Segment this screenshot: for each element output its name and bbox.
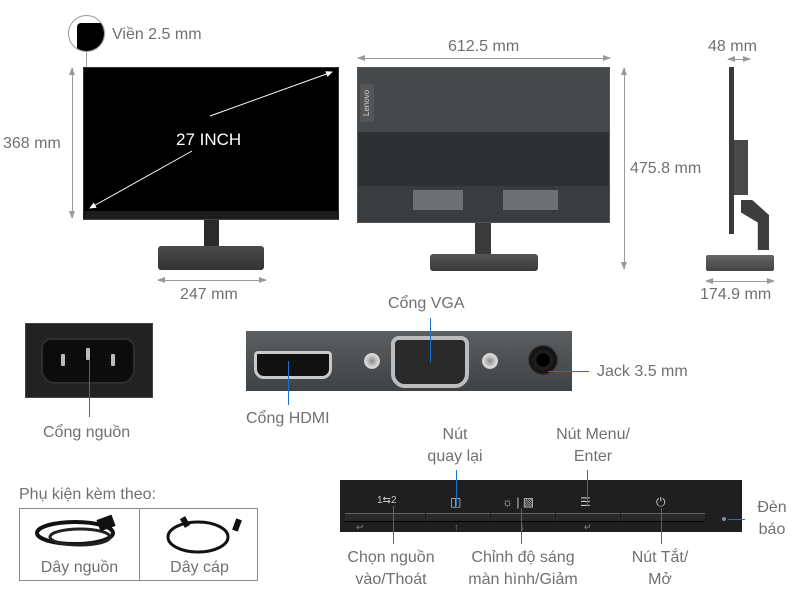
diagonal-arrow-icon <box>89 71 333 209</box>
diagonal-label: 27 INCH <box>176 130 242 149</box>
source-label-2: vào/Thoát <box>355 571 427 588</box>
back-stand-base <box>430 254 538 271</box>
height-arrow-icon <box>69 67 75 219</box>
front-height-label: 368 mm <box>3 135 61 152</box>
jack-callout-line <box>548 371 589 372</box>
led-label-1: Đèn <box>757 499 787 516</box>
power-callout-line <box>661 508 662 544</box>
enter-icon: ↵ <box>584 522 592 532</box>
front-stand-neck <box>204 220 219 252</box>
screw-icon <box>482 353 498 369</box>
back-button-label-1: Nút <box>442 426 468 443</box>
vga-callout-line <box>430 318 431 362</box>
rating-label <box>413 190 463 210</box>
power-port-label: Cổng nguồn <box>43 424 131 441</box>
back-panel: Lenovo <box>357 67 610 223</box>
audio-jack-icon <box>528 345 558 375</box>
hdmi-callout-line <box>288 361 289 405</box>
power-icon: ⏻ <box>656 495 666 509</box>
led-callout-line <box>728 519 745 520</box>
back-stand-neck <box>475 223 491 257</box>
brightness-label-2: màn hình/Giảm <box>468 571 578 588</box>
menu-callout-line <box>587 470 588 506</box>
back-width-label: 612.5 mm <box>448 38 520 55</box>
back-height-arrow-icon <box>621 67 627 270</box>
front-chin <box>83 211 339 220</box>
menu-button[interactable] <box>556 513 620 522</box>
menu-button-label-1: Nút Menu/ <box>556 426 630 443</box>
base-depth-arrow-icon <box>705 278 775 284</box>
accessory-item-cable: Dây cáp <box>140 509 259 580</box>
rating-label <box>503 190 558 210</box>
accessory-label: Dây cáp <box>170 559 229 576</box>
source-label-1: Chọn nguồn <box>347 549 435 566</box>
power-callout-line <box>89 360 90 417</box>
back-icon: ◫ <box>450 496 461 508</box>
accessory-label: Dây nguồn <box>40 559 119 576</box>
power-label-2: Mở <box>648 571 672 588</box>
menu-button-label-2: Enter <box>573 448 613 465</box>
brightness-callout-line <box>521 508 522 544</box>
power-led <box>722 517 726 521</box>
depth-arrow-icon <box>727 56 751 62</box>
base-depth-label: 174.9 mm <box>700 286 772 303</box>
side-back-housing <box>734 140 748 195</box>
input-source-icon: 1⇆2 <box>377 495 397 506</box>
back-callout-line <box>456 470 457 506</box>
source-callout-line <box>393 506 394 544</box>
front-screen: 27 INCH <box>83 67 339 213</box>
power-label-1: Nút Tắt/ <box>631 549 689 566</box>
up-arrow-icon: ↑ <box>454 522 459 532</box>
back-height-label: 475.8 mm <box>630 160 702 177</box>
down-arrow-icon: ↓ <box>520 522 525 532</box>
bezel-leader <box>86 52 87 67</box>
brand-logo: Lenovo <box>360 84 374 122</box>
front-stand-base <box>158 246 264 270</box>
io-port-strip <box>246 331 572 391</box>
power-cord-icon <box>35 514 116 547</box>
menu-icon: ☰ <box>580 495 591 509</box>
control-button-panel: 1⇆2 ◫ ☼ | ▧ ☰ ⏻ ↩ ↑ ↓ ↵ <box>340 480 742 532</box>
back-button[interactable] <box>426 513 490 522</box>
hdmi-port-icon <box>254 351 332 379</box>
side-stand-arm <box>741 200 769 250</box>
base-width-arrow-icon <box>157 277 267 283</box>
cable-icon <box>166 516 242 554</box>
accessories-title: Phụ kiện kèm theo: <box>19 486 156 503</box>
accessories-box: Dây nguồn Dây cáp <box>19 508 258 581</box>
jack-label: Jack 3.5 mm <box>597 363 688 380</box>
brightness-icon: ☼ | ▧ <box>502 495 535 509</box>
base-width-label: 247 mm <box>180 286 238 303</box>
led-label-2: báo <box>758 521 786 538</box>
exit-icon: ↩ <box>356 522 364 532</box>
brightness-button[interactable] <box>491 513 555 522</box>
side-stand-base <box>706 255 774 271</box>
side-panel <box>729 67 734 234</box>
hdmi-port-label: Cổng HDMI <box>246 410 330 427</box>
screw-icon <box>364 353 380 369</box>
width-arrow-icon <box>357 55 611 61</box>
vga-port-label: Cổng VGA <box>388 295 465 312</box>
brightness-label-1: Chỉnh độ sáng <box>471 549 575 566</box>
back-button-label-2: quay lại <box>427 448 483 465</box>
accessories-divider <box>139 509 140 580</box>
power-button[interactable] <box>621 513 705 522</box>
side-depth-label: 48 mm <box>708 38 757 55</box>
bezel-label: Viền 2.5 mm <box>112 26 202 43</box>
source-button[interactable] <box>345 513 425 522</box>
bezel-detail-circle <box>68 15 105 52</box>
accessory-item-power-cord: Dây nguồn <box>20 509 139 580</box>
